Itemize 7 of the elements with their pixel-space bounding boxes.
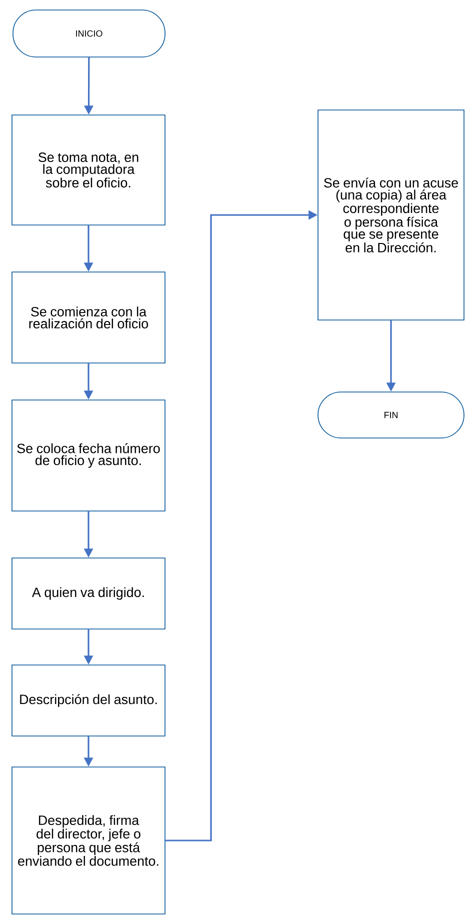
process-box: Se envía con un acuse (una copia) al área correspondiente o persona física que se presente en la Dirección.: [318, 110, 464, 320]
process-box: Descripción del asunto.: [12, 664, 166, 736]
process-box: Se coloca fecha número de oficio y asunto.: [12, 400, 166, 512]
process-box: Se comienza con la realización del oficio: [12, 272, 166, 364]
process-box: A quien va dirigido.: [12, 558, 166, 630]
process-box: Despedida, firma del director, jefe o persona que está enviando el documento.: [12, 766, 166, 914]
process-box: Se toma nota, en la computadora sobre el oficio.: [12, 114, 166, 226]
